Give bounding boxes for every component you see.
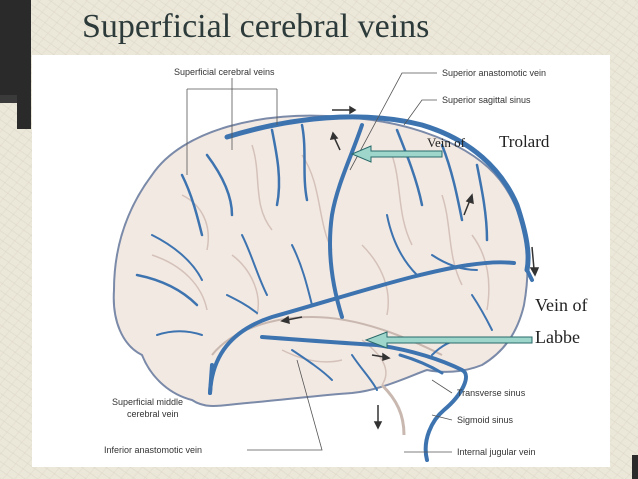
brain-figure: Superficial cerebral veins Superior anas… xyxy=(32,55,610,467)
slide-corner-bar xyxy=(0,0,17,95)
label-superficial-middle-1: Superficial middle xyxy=(112,397,184,407)
flow-arrows xyxy=(280,105,540,430)
trolard-pointer-arrow xyxy=(350,145,443,163)
brain-outline xyxy=(112,114,529,407)
superior-sagittal-sinus-vein xyxy=(224,114,531,273)
label-internal-jugular-vein: Internal jugular vein xyxy=(457,447,536,457)
label-superior-sagittal-sinus: Superior sagittal sinus xyxy=(442,95,531,105)
slide-title: Superficial cerebral veins xyxy=(82,8,430,45)
trolard-prefix: Vein of xyxy=(427,135,465,150)
label-superior-anastomotic-vein: Superior anastomotic vein xyxy=(442,68,547,78)
label-sigmoid-sinus: Sigmoid sinus xyxy=(457,415,514,425)
labbe-line2: Labbe xyxy=(535,327,580,347)
leader-lines xyxy=(186,72,453,453)
labbe-line1: Vein of xyxy=(535,295,588,315)
slide-right-mark xyxy=(632,455,638,479)
label-transverse-sinus: Transverse sinus xyxy=(457,388,526,398)
trolard-name: Trolard xyxy=(499,132,550,151)
brainstem xyxy=(380,383,406,436)
label-superficial-cerebral-veins: Superficial cerebral veins xyxy=(174,67,275,77)
brain-diagram xyxy=(112,72,540,462)
labbe-pointer-arrow xyxy=(364,331,533,349)
slide-corner-bar-tab xyxy=(0,95,17,103)
transverse-sinus-line xyxy=(398,353,444,375)
superior-anastomotic-vein-line xyxy=(328,123,364,319)
label-inferior-anastomotic-vein: Inferior anastomotic vein xyxy=(104,445,203,455)
label-superficial-middle-2: cerebral vein xyxy=(127,409,179,419)
slide-corner-bar-inner xyxy=(17,0,31,129)
superficial-middle-cerebral-vein-line xyxy=(208,260,516,395)
